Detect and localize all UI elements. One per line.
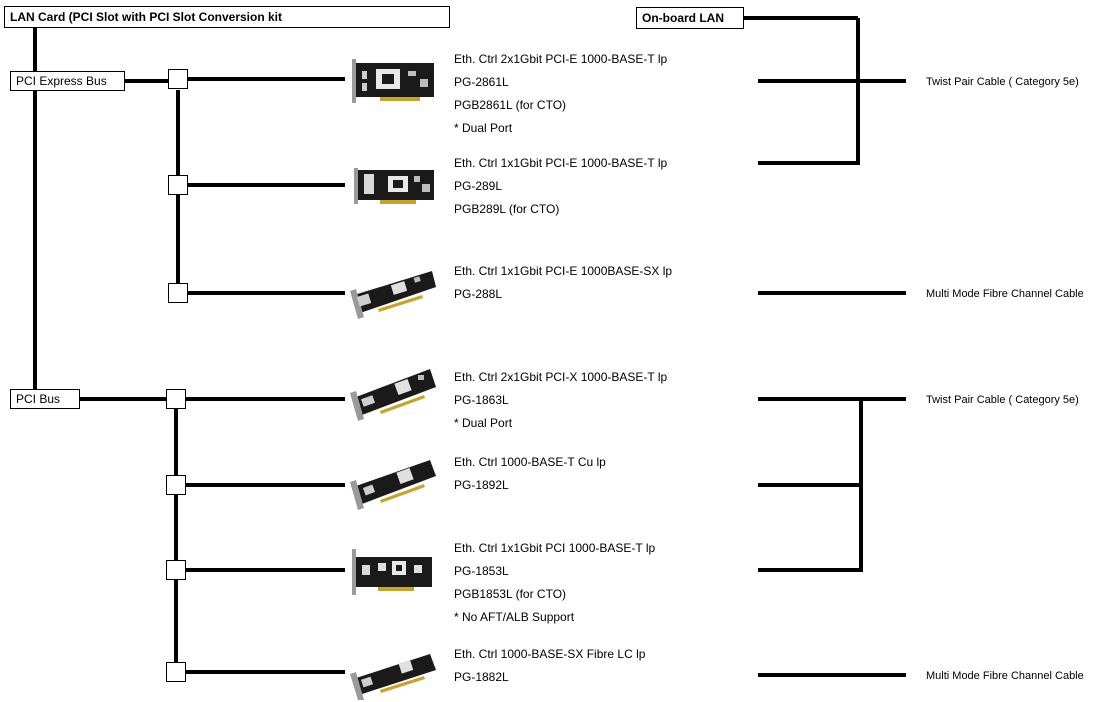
junction-node bbox=[166, 560, 186, 580]
card-6-part: PG-1853L bbox=[454, 564, 509, 578]
card-1-title: Eth. Ctrl 2x1Gbit PCI-E 1000-BASE-T lp bbox=[454, 52, 668, 66]
network-card-icon bbox=[350, 369, 436, 421]
twisted-pair-cable-label: Twist Pair Cable ( Category 5e) bbox=[926, 76, 1079, 88]
network-card-icon bbox=[352, 59, 434, 103]
network-card-icon bbox=[354, 168, 434, 204]
onboard-lan-header: On-board LAN bbox=[636, 7, 744, 29]
card-5-title: Eth. Ctrl 1000-BASE-T Cu lp bbox=[454, 455, 606, 469]
card-6-cto-part: PGB1853L (for CTO) bbox=[454, 587, 567, 601]
card-2-title: Eth. Ctrl 1x1Gbit PCI-E 1000-BASE-T lp bbox=[454, 156, 668, 170]
network-card-icon bbox=[350, 654, 436, 700]
twisted-pair-cable-label: Twist Pair Cable ( Category 5e) bbox=[926, 394, 1079, 406]
junction-node bbox=[166, 475, 186, 495]
fibre-channel-cable-label: Multi Mode Fibre Channel Cable bbox=[926, 288, 1084, 300]
fibre-channel-cable-label: Multi Mode Fibre Channel Cable bbox=[926, 670, 1084, 682]
card-2-part: PG-289L bbox=[454, 179, 503, 193]
card-5-part: PG-1892L bbox=[454, 478, 509, 492]
junction-node bbox=[166, 389, 186, 409]
card-7-part: PG-1882L bbox=[454, 670, 509, 684]
card-4-description: Eth. Ctrl 2x1Gbit PCI-X 1000-BASE-T lp P… bbox=[454, 366, 667, 435]
card-3-title: Eth. Ctrl 1x1Gbit PCI-E 1000BASE-SX lp bbox=[454, 264, 673, 278]
card-1-description: Eth. Ctrl 2x1Gbit PCI-E 1000-BASE-T lp P… bbox=[454, 48, 667, 140]
junction-node bbox=[166, 662, 186, 682]
card-7-title: Eth. Ctrl 1000-BASE-SX Fibre LC lp bbox=[454, 647, 646, 661]
network-card-icon bbox=[352, 549, 432, 595]
pci-bus-label: PCI Bus bbox=[10, 389, 80, 409]
card-2-description: Eth. Ctrl 1x1Gbit PCI-E 1000-BASE-T lp P… bbox=[454, 152, 667, 221]
card-3-description: Eth. Ctrl 1x1Gbit PCI-E 1000BASE-SX lp P… bbox=[454, 260, 672, 306]
card-1-note: * Dual Port bbox=[454, 121, 513, 135]
network-card-icon bbox=[350, 271, 436, 319]
card-4-title: Eth. Ctrl 2x1Gbit PCI-X 1000-BASE-T lp bbox=[454, 370, 668, 384]
card-6-title: Eth. Ctrl 1x1Gbit PCI 1000-BASE-T lp bbox=[454, 541, 656, 555]
card-1-cto-part: PGB2861L (for CTO) bbox=[454, 98, 567, 112]
card-6-description: Eth. Ctrl 1x1Gbit PCI 1000-BASE-T lp PG-… bbox=[454, 537, 655, 629]
pci-express-bus-label: PCI Express Bus bbox=[10, 71, 125, 91]
junction-node bbox=[168, 69, 188, 89]
card-5-description: Eth. Ctrl 1000-BASE-T Cu lp PG-1892L bbox=[454, 451, 606, 497]
card-2-cto-part: PGB289L (for CTO) bbox=[454, 202, 560, 216]
card-7-description: Eth. Ctrl 1000-BASE-SX Fibre LC lp PG-18… bbox=[454, 643, 645, 689]
card-6-note: * No AFT/ALB Support bbox=[454, 610, 575, 624]
card-3-part: PG-288L bbox=[454, 287, 503, 301]
card-4-note: * Dual Port bbox=[454, 416, 513, 430]
junction-node bbox=[168, 283, 188, 303]
lan-card-header: LAN Card (PCI Slot with PCI Slot Convers… bbox=[4, 6, 450, 28]
card-1-part: PG-2861L bbox=[454, 75, 509, 89]
junction-node bbox=[168, 175, 188, 195]
network-card-icon bbox=[350, 460, 436, 510]
card-4-part: PG-1863L bbox=[454, 393, 509, 407]
